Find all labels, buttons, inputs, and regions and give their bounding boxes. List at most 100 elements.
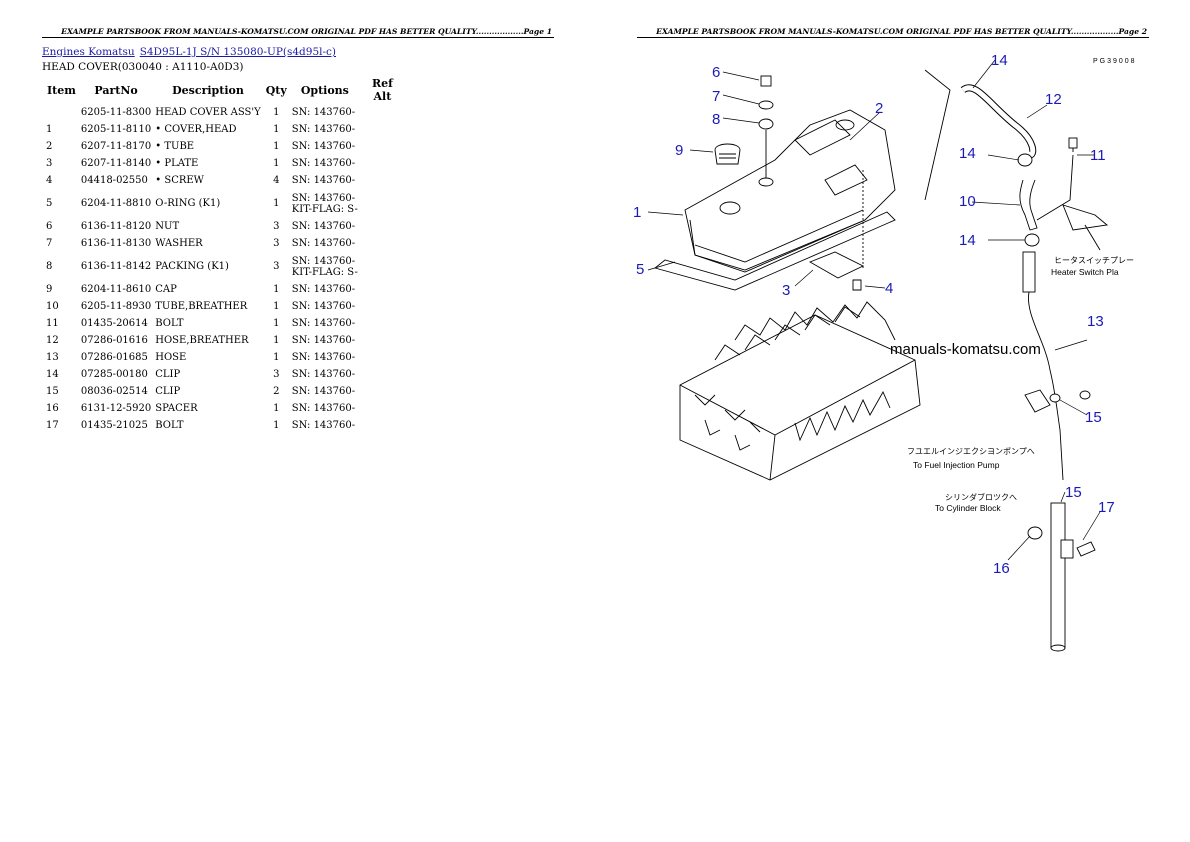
cell-partno: 07286-01616	[80, 335, 148, 346]
breadcrumb-link-engines[interactable]: Engines Komatsu	[42, 46, 135, 58]
parts-diagram: PG39008	[633, 52, 1135, 652]
cell-partno: 6207-11-8170	[80, 141, 152, 152]
cell-options: SN: 143760-	[290, 332, 360, 349]
cell-qty: 3	[273, 261, 280, 272]
callout-14b: 14	[959, 145, 976, 162]
cell-partno: 6205-11-8300	[80, 107, 152, 118]
cell-description: CLIP	[155, 369, 181, 380]
note-pump-en: To Fuel Injection Pump	[913, 460, 1000, 470]
cell-item: 4	[46, 175, 53, 186]
cell-qty: 3	[273, 221, 280, 232]
cell-qty: 1	[273, 318, 280, 329]
option-sn: SN: 143760-	[291, 158, 356, 169]
cell-item: 12	[46, 335, 59, 346]
note-block-en: To Cylinder Block	[935, 503, 1001, 513]
note-block-jp: シリンダブロツクへ	[945, 492, 1017, 502]
page-header: EXAMPLE PARTSBOOK FROM MANUALS-KOMATSU.C…	[637, 26, 1149, 38]
cell-options: SN: 143760-	[290, 235, 360, 252]
cell-item	[44, 104, 79, 121]
note-heater-en: Heater Switch Pla	[1051, 267, 1119, 277]
breadcrumb: Engines Komatsu S4D95L-1J S/N 135080-UP(s…	[42, 46, 336, 58]
option-sn: SN: 143760-	[291, 255, 356, 267]
cell-qty: 3	[273, 238, 280, 249]
option-sn: SN: 143760-	[291, 420, 356, 431]
option-sn: SN: 143760-	[291, 238, 356, 249]
cell-options: SN: 143760-	[290, 281, 360, 298]
parts-table: Item PartNo Description Qty Options Ref …	[44, 76, 405, 434]
head-cover-drawing	[654, 109, 896, 291]
callout-15b: 15	[1065, 484, 1082, 501]
cell-qty: 1	[273, 403, 280, 414]
cell-ref-alt	[360, 104, 405, 121]
callout-16: 16	[993, 560, 1010, 577]
cylinder-head-drawing	[679, 301, 921, 481]
diagram-notes: ヒータスイッチプレー Heater Switch Pla フユエルインジエクシヨ…	[907, 256, 1134, 513]
cell-ref-alt	[360, 332, 405, 349]
cell-partno: 6205-11-8930	[80, 301, 152, 312]
cell-partno: 07286-01685	[80, 352, 148, 363]
option-sn: SN: 143760-	[291, 192, 356, 204]
note-pump-jp: フユエルインジエクシヨンポンプへ	[907, 447, 1035, 456]
cell-item: 6	[46, 221, 53, 232]
cell-options: SN: 143760-	[290, 349, 360, 366]
option-sn: SN: 143760-	[291, 403, 356, 414]
note-heater-jp: ヒータスイッチプレー	[1054, 256, 1134, 265]
cell-options: SN: 143760-	[290, 417, 360, 434]
cell-options: SN: 143760-	[290, 218, 360, 235]
cell-ref-alt	[360, 349, 405, 366]
cell-options: SN: 143760-	[290, 315, 360, 332]
cell-description: O-RING (K1)	[155, 198, 221, 209]
col-qty: Qty	[265, 83, 287, 97]
cell-item: 8	[46, 261, 53, 272]
option-sn: SN: 143760-	[291, 335, 356, 346]
cell-qty: 1	[273, 198, 280, 209]
cell-ref-alt	[360, 315, 405, 332]
plate-drawing	[808, 170, 865, 291]
cell-description: HEAD COVER ASS'Y	[155, 107, 261, 118]
option-kit-flag: KIT-FLAG: S-	[291, 203, 358, 215]
cell-ref-alt	[360, 298, 405, 315]
callout-9: 9	[675, 142, 683, 159]
page-title: HEAD COVER(030040 : A1110-A0D3)	[42, 61, 244, 73]
leader-lines	[647, 59, 1101, 561]
breadcrumb-link-model[interactable]: S4D95L-1J S/N 135080-UP(s4d95l-c)	[139, 46, 337, 58]
cell-qty: 1	[273, 124, 280, 135]
cell-ref-alt	[360, 121, 405, 138]
cell-ref-alt	[360, 235, 405, 252]
cell-description: HOSE,BREATHER	[155, 335, 249, 346]
page-2: EXAMPLE PARTSBOOK FROM MANUALS-KOMATSU.C…	[595, 0, 1190, 842]
small-parts-drawing	[714, 75, 774, 187]
cell-partno: 6207-11-8140	[80, 158, 152, 169]
cell-options: SN: 143760-	[290, 366, 360, 383]
cell-item: 2	[46, 141, 53, 152]
cell-partno: 01435-21025	[80, 420, 148, 431]
col-description: Description	[172, 83, 244, 97]
cell-description: • TUBE	[155, 141, 195, 152]
cell-qty: 1	[273, 284, 280, 295]
cell-partno: 6136-11-8120	[80, 221, 152, 232]
cell-item: 16	[46, 403, 59, 414]
cell-item: 13	[46, 352, 59, 363]
watermark: manuals-komatsu.com	[890, 341, 1041, 358]
cell-qty: 1	[273, 107, 280, 118]
option-sn: SN: 143760-	[291, 318, 356, 329]
cell-qty: 1	[273, 335, 280, 346]
cell-item: 9	[46, 284, 53, 295]
cell-description: • COVER,HEAD	[155, 124, 237, 135]
page-header: EXAMPLE PARTSBOOK FROM MANUALS-KOMATSU.C…	[42, 26, 554, 38]
cell-item: 1	[46, 124, 53, 135]
option-sn: SN: 143760-	[291, 369, 356, 380]
cell-ref-alt	[360, 138, 405, 155]
option-sn: SN: 143760-	[291, 221, 356, 232]
cell-qty: 1	[273, 420, 280, 431]
callout-17: 17	[1098, 499, 1115, 516]
cell-ref-alt	[360, 383, 405, 400]
